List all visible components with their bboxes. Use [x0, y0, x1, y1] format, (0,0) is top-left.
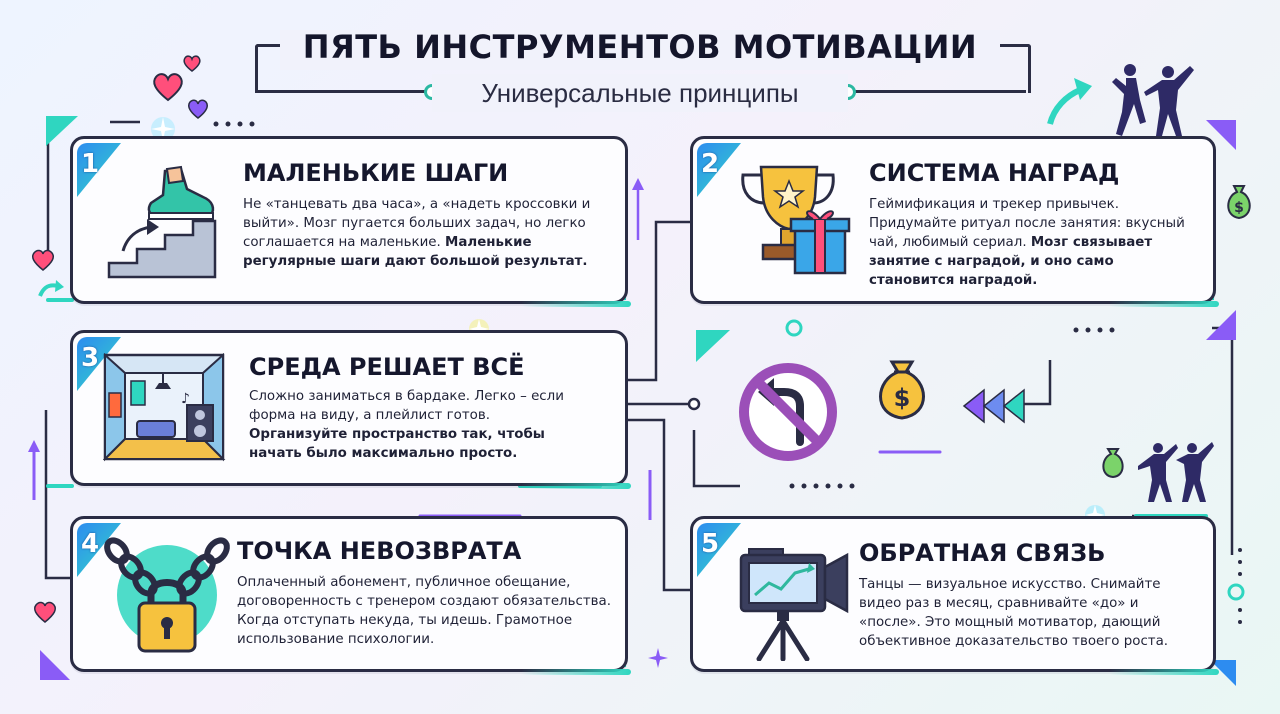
heart-icon	[153, 73, 183, 102]
card-title: МАЛЕНЬКИЕ ШАГИ	[243, 159, 509, 187]
card-number: 2	[701, 149, 720, 179]
card-title: СИСТЕМА НАГРАД	[869, 159, 1120, 187]
subtitle-rule-left	[256, 90, 426, 93]
card-number: 1	[81, 149, 100, 179]
card-emphasis: Организуйте пространство так, чтобы нача…	[249, 427, 545, 461]
card-text: Танцы — визуальное искусство. Снимайте в…	[859, 577, 1169, 649]
chevron-arrows-left-icon	[962, 388, 1025, 424]
card-number: 3	[81, 343, 100, 373]
dancers-silhouette-icon	[1138, 442, 1214, 502]
card-title: СРЕДА РЕШАЕТ ВСЁ	[249, 353, 525, 381]
card-point-of-no-return: 4 ТОЧКА НЕВОЗВРАТА Оплаченный абонемент,…	[70, 516, 631, 675]
card-title: ОБРАТНАЯ СВЯЗЬ	[859, 539, 1106, 567]
stairs-sneaker-icon	[107, 165, 217, 279]
card-number: 5	[701, 529, 720, 559]
card-text: Геймификация и трекер привычек. Придумай…	[869, 197, 1185, 250]
page-title: ПЯТЬ ИНСТРУМЕНТОВ МОТИВАЦИИ	[302, 28, 978, 66]
card-reward-system: 2 СИСТЕМА НАГРАД Геймификация и трекер п…	[690, 136, 1219, 307]
card-text: Оплаченный абонемент, публичное обещание…	[237, 575, 612, 647]
card-description: Не «танцевать два часа», а «надеть кросс…	[243, 195, 613, 271]
money-bag-icon: $	[879, 360, 925, 420]
money-bag-icon	[1102, 448, 1124, 479]
svg-text:$: $	[894, 384, 911, 412]
trophy-gift-icon	[741, 165, 851, 275]
chain-padlock-icon	[104, 537, 230, 653]
room-interior-icon: ♪	[103, 353, 226, 462]
heart-icon	[31, 249, 55, 271]
subtitle-rule-right	[854, 90, 1026, 93]
subtitle-backdrop	[432, 74, 848, 112]
title-backdrop	[280, 30, 1000, 70]
card-description: Танцы — визуальное искусство. Снимайте в…	[859, 575, 1199, 651]
heart-icon	[33, 601, 57, 623]
arrow-up-icon	[1047, 78, 1092, 125]
video-camera-icon	[739, 548, 849, 661]
card-description: Оплаченный абонемент, публичное обещание…	[237, 573, 617, 649]
card-text: Сложно заниматься в бардаке. Легко – есл…	[249, 389, 564, 423]
sparkle-icon	[648, 648, 668, 668]
card-emphasis: Мозг связывает занятие с наградой, и оно…	[869, 235, 1153, 288]
svg-text:♪: ♪	[181, 391, 190, 407]
card-description: Геймификация и трекер привычек. Придумай…	[869, 195, 1199, 290]
svg-text:$: $	[1234, 200, 1244, 216]
card-description: Сложно заниматься в бардаке. Легко – есл…	[249, 387, 589, 463]
sparkle-icon	[151, 117, 175, 141]
heart-icon	[187, 99, 209, 119]
heart-icon	[183, 55, 201, 72]
page-subtitle: Универсальные принципы	[481, 78, 799, 108]
dancers-silhouette-icon	[1112, 64, 1194, 136]
card-feedback: 5 ОБРАТНАЯ СВЯЗЬ Танцы — визуальное иску…	[690, 516, 1219, 675]
card-text: Не «танцевать два часа», а «надеть кросс…	[243, 197, 591, 250]
card-emphasis: Маленькие регулярные шаги дают большой р…	[243, 235, 588, 269]
arrow-icon	[38, 280, 64, 297]
money-bag-icon: $	[1227, 185, 1251, 220]
card-title: ТОЧКА НЕВОЗВРАТА	[237, 537, 522, 565]
card-number: 4	[81, 529, 100, 559]
card-environment: 3 ♪ СРЕДА РЕШАЕТ ВСЁ Сложно заниматься в…	[70, 330, 631, 489]
no-turning-back-sign-icon	[739, 363, 837, 461]
card-small-steps: 1 МАЛЕНЬКИЕ ШАГИ Не «танцевать два часа»…	[70, 136, 631, 307]
